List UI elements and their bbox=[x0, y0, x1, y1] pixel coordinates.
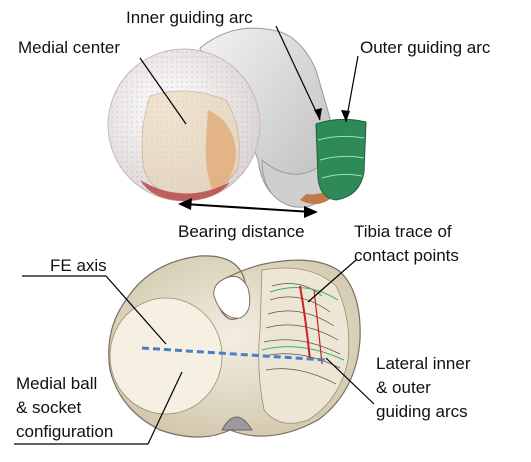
fe-axis-label: FE axis bbox=[50, 256, 107, 275]
tibial-insert bbox=[108, 255, 361, 438]
tibia-trace-label-line2: contact points bbox=[354, 246, 459, 265]
medial-sphere bbox=[107, 48, 261, 202]
lateral-arcs-label-line3: guiding arcs bbox=[376, 402, 468, 421]
inner-guiding-arc-label: Inner guiding arc bbox=[126, 8, 253, 27]
bearing-distance-label: Bearing distance bbox=[178, 222, 305, 241]
leader-arrowheads bbox=[314, 108, 350, 122]
leader-lines bbox=[14, 25, 375, 445]
outer-guiding-arc-shape bbox=[315, 118, 367, 201]
lateral-arcs-label-line2: & outer bbox=[376, 378, 431, 397]
medial-center-label: Medial center bbox=[18, 38, 121, 57]
outer-guiding-arc-label: Outer guiding arc bbox=[360, 38, 491, 57]
medial-ball-label-line3: configuration bbox=[16, 422, 114, 441]
tibia-trace-label-line1: Tibia trace of bbox=[354, 222, 452, 241]
bearing-distance-arrow bbox=[178, 198, 318, 218]
medial-ball-label-line2: & socket bbox=[16, 398, 82, 417]
medial-ball-label-line1: Medial ball bbox=[16, 374, 98, 393]
lateral-arcs-label-line1: Lateral inner bbox=[376, 354, 471, 373]
